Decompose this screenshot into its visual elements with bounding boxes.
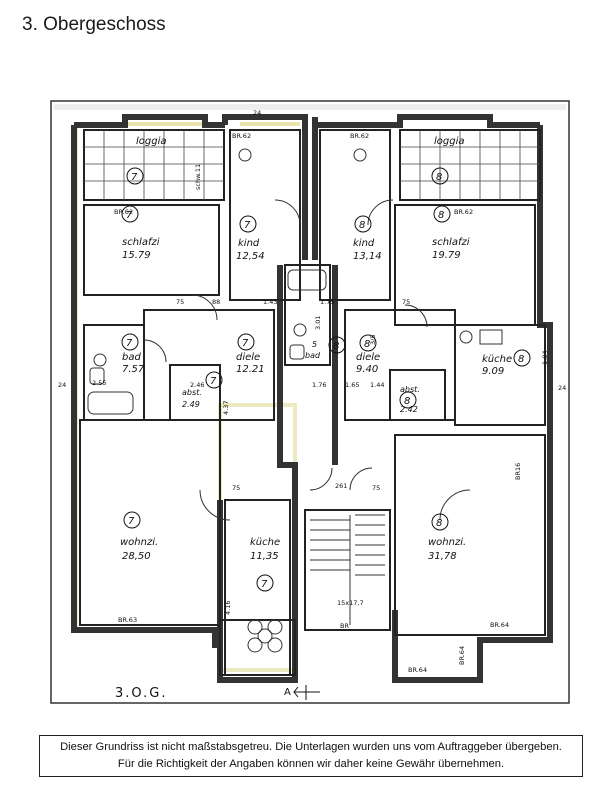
room-num: 7 [261, 579, 268, 590]
room-name: bad [305, 351, 321, 360]
room-area: 2.42 [400, 405, 418, 414]
room-name: kind [238, 238, 260, 249]
dim-label: BR.62 [454, 208, 473, 216]
room-name: bad [122, 352, 141, 363]
room-area: 28,50 [122, 551, 151, 562]
room-num: 7 [242, 338, 249, 349]
room-area: 5 [312, 340, 317, 349]
dim-label: 1.44 [370, 381, 384, 389]
room-area: 9.09 [482, 366, 504, 377]
dim-label: 1.84 [541, 351, 549, 365]
disclaimer-line-2: Für die Richtigkeit der Angaben können w… [117, 758, 505, 770]
dim-label: 4.16 [224, 601, 232, 615]
room-name: abst. [182, 388, 202, 397]
dim-label: BR.62 [350, 132, 369, 140]
dim-label: BR.63 [118, 616, 137, 624]
room-num: 8 [436, 172, 442, 183]
disclaimer-box: Dieser Grundriss ist nicht maßstabsgetre… [39, 735, 583, 777]
door-swings [143, 199, 471, 521]
dim-label: 1.76 [312, 381, 326, 389]
room-name: loggia [136, 136, 167, 147]
room-name: schlafzi [122, 237, 160, 248]
room-area: 15.79 [122, 250, 151, 261]
dim-label: BR.64 [458, 646, 466, 665]
room-area: 19.79 [432, 250, 461, 261]
room-num: 7 [126, 210, 133, 221]
room-area: 11,35 [250, 551, 279, 562]
floor-plan: 7 loggia 8 loggia 7 schlafzi 15.79 7 kin… [50, 100, 570, 705]
dim-label: 75 [372, 484, 380, 492]
dim-label: BR.64 [490, 621, 509, 629]
room-markers [121, 167, 531, 592]
room-num: 8 [359, 220, 365, 231]
dim-label: 24 [558, 384, 566, 392]
room-name: küche [482, 354, 512, 365]
room-name: wohnzi. [120, 537, 158, 548]
dim-label: 261 [335, 482, 347, 490]
floor-label: 3.O.G. [115, 686, 167, 701]
dim-label: 75 [176, 298, 184, 306]
room-num: 8 [436, 518, 442, 529]
room-area: 2.49 [182, 400, 200, 409]
room-name: diele [356, 352, 380, 363]
dim-label: BR.64 [408, 666, 427, 674]
dim-label: 2.55 [92, 379, 106, 387]
dim-label: 3.01 [314, 316, 322, 330]
room-area: 12.21 [236, 364, 265, 375]
room-num: 8 [438, 210, 444, 221]
plan-frame [50, 100, 570, 704]
dim-label: 3/5 [369, 335, 377, 345]
room-name: küche [250, 537, 280, 548]
dim-label: 1.65 [345, 381, 359, 389]
disclaimer-line-1: Dieser Grundriss ist nicht maßstabsgetre… [60, 741, 562, 753]
dim-label: 15x17,7 [337, 599, 364, 607]
dim-label: BR16 [514, 463, 522, 480]
dim-label: 1.75 [320, 298, 334, 306]
room-name: loggia [434, 136, 465, 147]
room-name: schlafzi [432, 237, 470, 248]
room-name: kind [353, 238, 375, 249]
room-area: 9.40 [356, 364, 378, 375]
dim-label: BR.62 [232, 132, 251, 140]
room-num: 8 [333, 341, 339, 352]
room-num: 8 [364, 339, 370, 350]
walls-interior [79, 129, 546, 676]
dim-label: BR [340, 622, 349, 630]
room-area: 12,54 [236, 251, 265, 262]
dim-label: 24 [253, 109, 261, 117]
room-num: 7 [131, 172, 138, 183]
fixtures [87, 148, 503, 653]
room-num: 7 [210, 376, 217, 387]
section-arrow [293, 685, 320, 700]
walls-outer [71, 114, 553, 683]
room-name: wohnzi. [428, 537, 466, 548]
dim-label: 1.43 [263, 298, 277, 306]
page-title: 3. Obergeschoss [22, 14, 166, 35]
dim-label: schw.11 [194, 164, 202, 190]
room-area: 7.57 [122, 364, 145, 375]
section-marker: A [284, 687, 291, 698]
room-num: 8 [404, 396, 410, 407]
dim-label: 24 [58, 381, 66, 389]
room-name: diele [236, 352, 260, 363]
dim-label: 88 [212, 298, 220, 306]
dim-label: 4.37 [222, 401, 230, 415]
dim-label: 75 [232, 484, 240, 492]
room-name: abst. [400, 385, 420, 394]
dim-label: 2.46 [190, 381, 204, 389]
room-area: 31,78 [428, 551, 457, 562]
room-num: 8 [518, 354, 524, 365]
dim-label: BR.62 [114, 208, 133, 216]
room-num: 7 [244, 220, 251, 231]
room-area: 13,14 [353, 251, 382, 262]
stair-treads [310, 514, 385, 625]
loggia-tiles [84, 130, 540, 200]
room-num: 7 [126, 338, 133, 349]
scan-edge [54, 104, 566, 110]
room-num: 7 [128, 516, 135, 527]
dim-label: 75 [402, 298, 410, 306]
floor-plan-drawing: 7 loggia 8 loggia 7 schlafzi 15.79 7 kin… [50, 100, 570, 704]
